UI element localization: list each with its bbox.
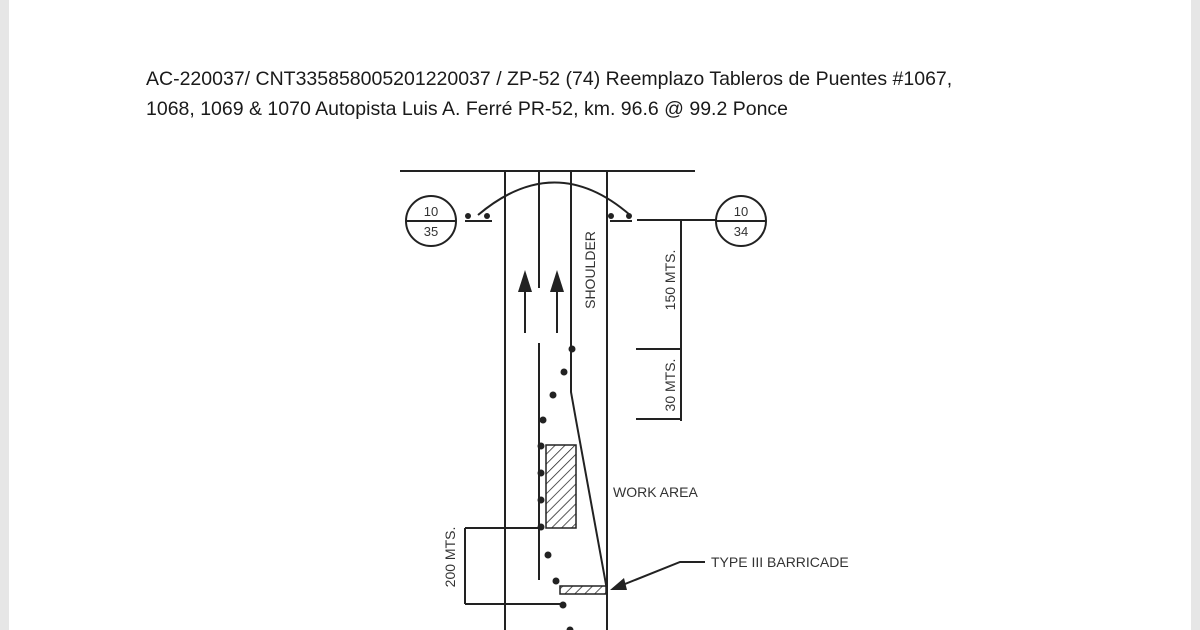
- turn-arc: [477, 181, 631, 216]
- cones: [465, 213, 632, 630]
- type-iii-barricade: [559, 585, 607, 595]
- title-line-1: AC-220037/ CNT335858005201220037 / ZP-52…: [146, 68, 953, 90]
- shoulder-line: [570, 171, 608, 591]
- dim-30-label: 30 MTS.: [662, 359, 678, 412]
- document-title: AC-220037/ CNT335858005201220037 / ZP-52…: [146, 64, 1106, 124]
- sign-right-top: 10: [734, 204, 748, 219]
- arrow-left-head: [518, 270, 532, 292]
- dim-200-label: 200 MTS.: [442, 527, 458, 588]
- dim-150-label: 150 MTS.: [662, 250, 678, 311]
- document-page: [9, 0, 1191, 630]
- sign-right-bottom: 34: [734, 224, 748, 239]
- arrow-right-head: [550, 270, 564, 292]
- work-zone-hatch: [545, 444, 577, 529]
- barricade-leader: [614, 561, 705, 589]
- sign-left-bottom: 35: [424, 224, 438, 239]
- shoulder-label: SHOULDER: [582, 231, 598, 309]
- title-line-2: 1068, 1069 & 1070 Autopista Luis A. Ferr…: [146, 98, 789, 120]
- barricade-arrowhead: [610, 578, 627, 590]
- barricade-label: TYPE III BARRICADE: [711, 554, 849, 570]
- sign-left-top: 10: [424, 204, 438, 219]
- work-area-label: WORK AREA: [613, 484, 698, 500]
